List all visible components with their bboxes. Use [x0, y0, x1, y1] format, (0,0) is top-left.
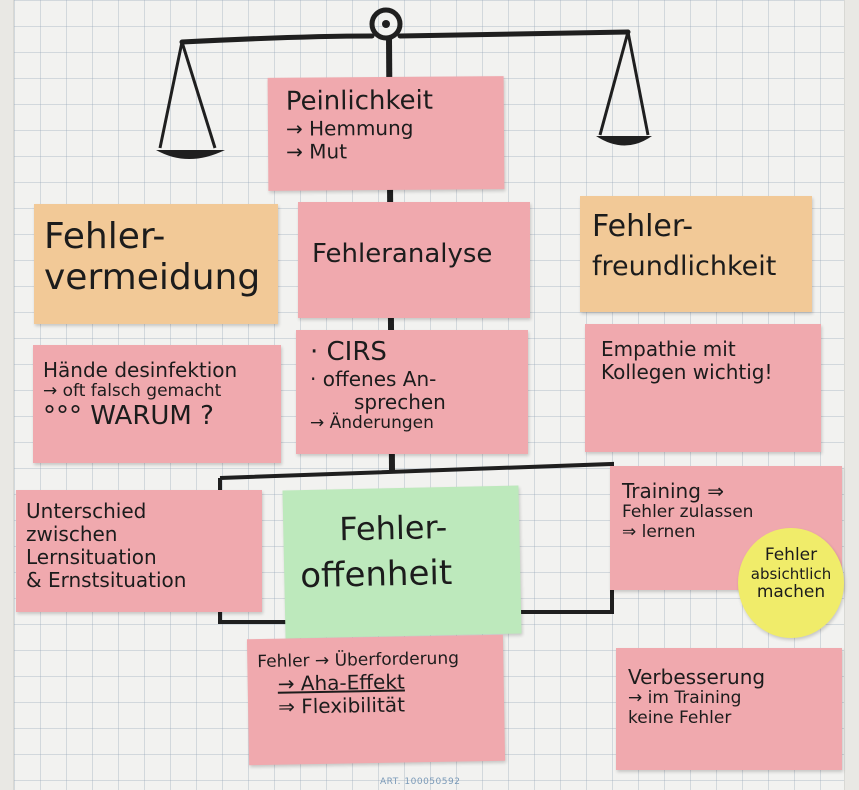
note-empathie-line-1: Empathie mit: [601, 337, 736, 361]
note-haende-desinfektion: Hände desinfektion → oft falsch gemacht …: [33, 345, 281, 463]
note-verbesserung-line-2: → im Training: [628, 688, 742, 708]
note-fehlerfreundlichkeit-line-2: freundlichkeit: [592, 250, 777, 282]
note-fehleroffenheit-line-1: Fehler-: [338, 508, 448, 549]
note-unterschied-line-3: Lernsituation: [26, 545, 157, 569]
note-haende-line-2: → oft falsch gemacht: [43, 381, 222, 401]
note-fehlervermeidung-line-2: vermeidung: [44, 257, 261, 299]
note-fehleroffenheit-line-2: offenheit: [299, 552, 453, 596]
note-absichtlich-line-1: Fehler: [764, 545, 818, 565]
note-peinlichkeit: Peinlichkeit → Hemmung → Mut: [267, 76, 505, 191]
scale-right-pan: [598, 31, 650, 136]
note-verbesserung: Verbesserung → im Training keine Fehler: [616, 648, 842, 770]
note-fehlervermeidung: Fehler- vermeidung: [34, 204, 278, 324]
note-empathie-line-2: Kollegen wichtig!: [601, 360, 773, 384]
note-fehler-absichtlich: Fehler absichtlich machen: [738, 528, 844, 638]
note-cirs: · CIRS · offenes An- sprechen → Änderung…: [296, 330, 528, 454]
scale-left-pan: [158, 41, 217, 149]
note-peinlichkeit-line-1: Peinlichkeit: [285, 85, 434, 117]
note-unterschied-line-2: zwischen: [26, 522, 118, 546]
note-training-line-1: Training ⇒: [622, 479, 725, 503]
note-fehleranalyse-text: Fehleranalyse: [312, 239, 493, 269]
note-peinlichkeit-line-3: → Mut: [286, 139, 348, 164]
note-fehlervermeidung-line-1: Fehler-: [44, 216, 166, 257]
note-ueberforderung: Fehler → Überforderung → Aha-Effekt ⇒ Fl…: [246, 634, 506, 766]
note-unterschied-line-1: Unterschied: [26, 499, 147, 523]
note-ueberforderung-line-3: ⇒ Flexibilität: [277, 692, 406, 719]
note-cirs-line-3: sprechen: [354, 389, 446, 414]
note-peinlichkeit-line-2: → Hemmung: [285, 115, 414, 141]
scale-beam: [179, 29, 631, 45]
note-unterschied-line-4: & Ernstsituation: [26, 568, 187, 592]
paper-footer-label: ART. 100050592: [380, 777, 461, 787]
note-unterschied: Unterschied zwischen Lernsituation & Ern…: [16, 490, 262, 612]
note-training-line-3: ⇒ lernen: [622, 521, 696, 542]
note-empathie: Empathie mit Kollegen wichtig!: [585, 324, 821, 452]
note-verbesserung-line-1: Verbesserung: [628, 665, 766, 689]
note-fehleroffenheit: Fehler- offenheit: [282, 485, 522, 639]
note-fehlerfreundlichkeit-line-1: Fehler-: [592, 209, 694, 244]
scale-pivot: [369, 7, 403, 41]
note-absichtlich-line-2: absichtlich: [750, 564, 832, 583]
note-haende-line-3: °°° WARUM ?: [43, 400, 214, 431]
note-fehleranalyse: Fehleranalyse: [298, 202, 530, 318]
note-fehlerfreundlichkeit: Fehler- freundlichkeit: [580, 196, 812, 312]
note-cirs-line-1: · CIRS: [310, 337, 387, 367]
note-cirs-line-2: · offenes An-: [310, 366, 437, 391]
note-verbesserung-line-3: keine Fehler: [628, 707, 732, 728]
note-absichtlich-line-3: machen: [756, 581, 826, 602]
note-training-line-2: Fehler zulassen: [622, 502, 754, 522]
note-cirs-line-4: → Änderungen: [310, 412, 434, 433]
note-haende-line-1: Hände desinfektion: [43, 358, 238, 382]
